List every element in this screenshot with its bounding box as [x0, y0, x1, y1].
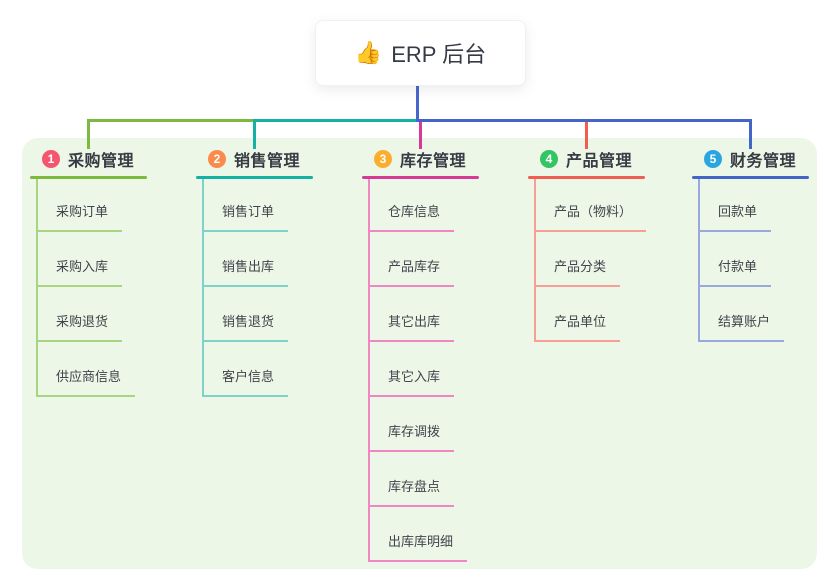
connector-drop-line [585, 119, 588, 149]
child-node[interactable]: 产品（物料） [534, 202, 647, 232]
branch-trunk-line [36, 179, 38, 397]
child-node[interactable]: 仓库信息 [368, 202, 455, 232]
branch-label: 产品管理 [566, 153, 633, 170]
branch-underline [196, 176, 313, 179]
branch-trunk-line [368, 179, 370, 562]
child-node[interactable]: 销售出库 [202, 257, 289, 287]
child-node[interactable]: 库存调拨 [368, 422, 455, 452]
child-node[interactable]: 库存盘点 [368, 477, 455, 507]
branch-number-badge: 2 [208, 150, 226, 168]
child-node[interactable]: 销售订单 [202, 202, 289, 232]
branch-node[interactable]: 1 采购管理 [42, 149, 135, 170]
child-node[interactable]: 采购入库 [36, 257, 123, 287]
branch-node[interactable]: 3 库存管理 [374, 149, 467, 170]
child-node[interactable]: 产品分类 [534, 257, 621, 287]
child-node[interactable]: 销售退货 [202, 312, 289, 342]
branch-label: 销售管理 [234, 153, 301, 170]
branch-node[interactable]: 5 财务管理 [704, 149, 797, 170]
branch-underline [528, 176, 645, 179]
branch-number-badge: 3 [374, 150, 392, 168]
branch-underline [692, 176, 809, 179]
connector-bus-line [87, 119, 257, 122]
branch-label: 采购管理 [68, 153, 135, 170]
connector-drop-line [253, 119, 256, 149]
branch-trunk-line [534, 179, 536, 342]
child-node[interactable]: 采购退货 [36, 312, 123, 342]
connector-drop-line [87, 119, 90, 149]
child-node[interactable]: 回款单 [698, 202, 772, 232]
branch-number-badge: 4 [540, 150, 558, 168]
root-node[interactable]: 👍 ERP 后台 [315, 20, 526, 86]
branch-underline [30, 176, 147, 179]
child-node[interactable]: 其它入库 [368, 367, 455, 397]
child-node[interactable]: 其它出库 [368, 312, 455, 342]
connector-drop-line [749, 119, 752, 149]
connector-bus-line [253, 119, 423, 122]
branch-panel [22, 138, 817, 569]
child-node[interactable]: 采购订单 [36, 202, 123, 232]
connector-drop-line [419, 119, 422, 149]
child-node[interactable]: 客户信息 [202, 367, 289, 397]
branch-underline [362, 176, 479, 179]
branch-number-badge: 5 [704, 150, 722, 168]
branch-trunk-line [202, 179, 204, 397]
thumbs-up-icon: 👍 [354, 40, 383, 65]
branch-node[interactable]: 2 销售管理 [208, 149, 301, 170]
branch-node[interactable]: 4 产品管理 [540, 149, 633, 170]
branch-label: 财务管理 [730, 153, 797, 170]
child-node[interactable]: 出库库明细 [368, 532, 468, 562]
branch-number-badge: 1 [42, 150, 60, 168]
child-node[interactable]: 付款单 [698, 257, 772, 287]
branch-trunk-line [698, 179, 700, 342]
child-node[interactable]: 供应商信息 [36, 367, 136, 397]
root-stem-line [416, 84, 419, 122]
root-title: ERP 后台 [391, 42, 487, 67]
branch-label: 库存管理 [400, 153, 467, 170]
connector-bus-line [419, 119, 752, 122]
child-node[interactable]: 产品单位 [534, 312, 621, 342]
child-node[interactable]: 产品库存 [368, 257, 455, 287]
child-node[interactable]: 结算账户 [698, 312, 785, 342]
